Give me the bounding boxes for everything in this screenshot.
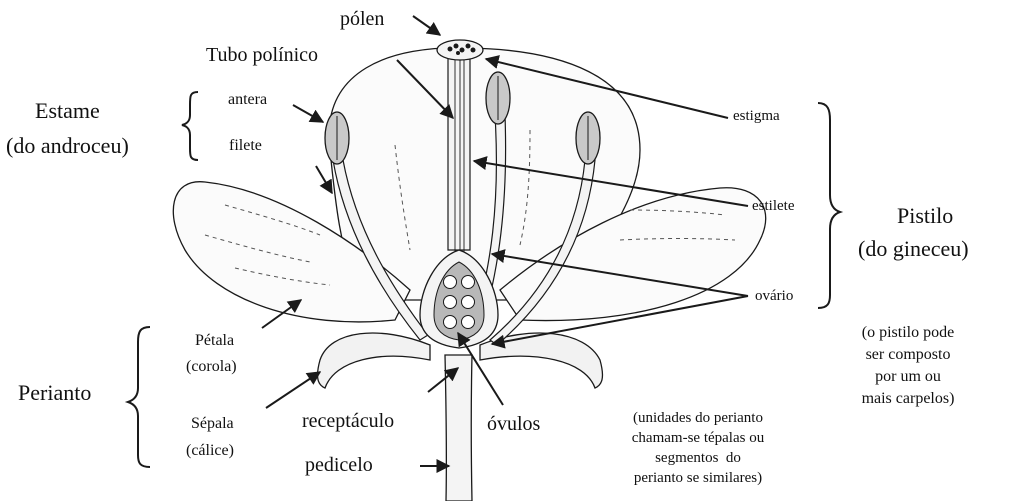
pistilo-note: (o pistilo pode ser composto por um ou m…: [838, 322, 978, 410]
pistilo-note-line: ser composto: [838, 344, 978, 366]
label-estigma: estigma: [733, 108, 780, 125]
pistilo-note-line: (o pistilo pode: [838, 322, 978, 344]
pistilo-note-line: mais carpelos): [838, 388, 978, 410]
perianto-note: (unidades do perianto chamam-se tépalas …: [598, 408, 798, 488]
style: [448, 55, 470, 250]
label-pedicelo: pedicelo: [305, 454, 373, 477]
label-perianto: Perianto: [18, 380, 91, 405]
label-tubo-polinico: Tubo polínico: [206, 44, 318, 67]
label-ovulos: óvulos: [487, 413, 540, 436]
perianto-note-line: segmentos do: [598, 448, 798, 468]
label-do-gineceu: (do gineceu): [858, 236, 969, 261]
label-do-androceu: (do androceu): [6, 133, 129, 158]
perianto-note-line: chamam-se tépalas ou: [598, 428, 798, 448]
label-petala: Pétala: [195, 332, 234, 350]
perianto-note-line: (unidades do perianto: [598, 408, 798, 428]
label-corola: (corola): [186, 358, 237, 376]
label-antera: antera: [228, 91, 267, 109]
label-polen: pólen: [340, 8, 384, 31]
perianto-note-line: perianto se similares): [598, 468, 798, 488]
label-estilete: estilete: [752, 198, 794, 215]
label-receptaculo: receptáculo: [302, 410, 394, 433]
pedicel-stem: [445, 355, 472, 501]
label-calice: (cálice): [186, 442, 234, 460]
label-filete: filete: [229, 137, 262, 155]
pistilo-note-line: por um ou: [838, 366, 978, 388]
label-ovario: ovário: [755, 288, 793, 305]
left-sepal: [318, 333, 430, 388]
label-sepala: Sépala: [191, 415, 234, 433]
label-pistilo: Pistilo: [897, 203, 953, 228]
label-estame: Estame: [35, 98, 100, 123]
